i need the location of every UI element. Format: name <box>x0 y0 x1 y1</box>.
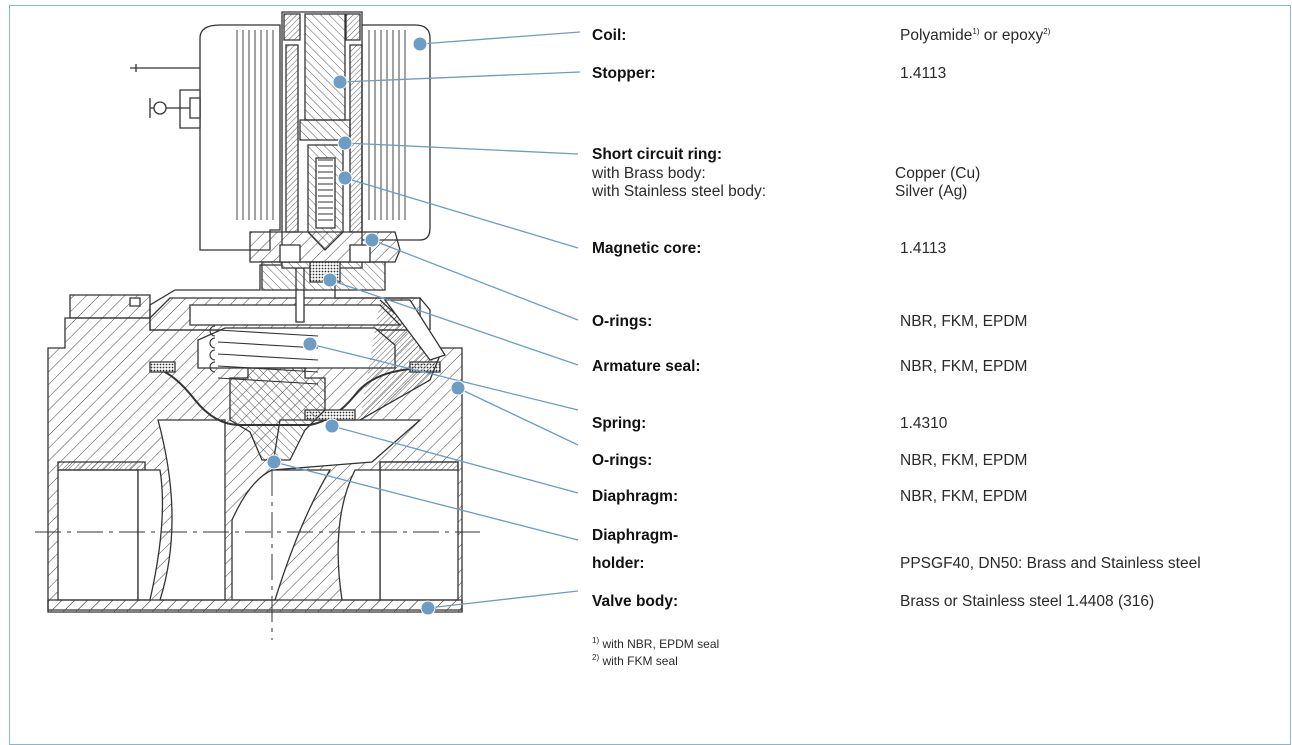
label-spring: Spring: <box>592 415 647 432</box>
value-o-rings-lower: NBR, FKM, EPDM <box>900 452 1028 469</box>
value-copper: Copper (Cu) <box>895 165 981 182</box>
value-valve-body: Brass or Stainless steel 1.4408 (316) <box>900 593 1155 610</box>
valve-body-drawing <box>47 264 463 613</box>
centre-lines <box>35 470 480 640</box>
label-diaphragm: Diaphragm: <box>592 488 679 505</box>
label-diaphragm-holder-line2: holder: <box>592 555 645 572</box>
condition-stainless-body: with Stainless steel body: <box>592 183 767 200</box>
label-o-rings-upper: O-rings: <box>592 313 653 330</box>
label-o-rings-lower: O-rings: <box>592 452 653 469</box>
condition-brass-body: with Brass body: <box>592 165 706 182</box>
value-spring: 1.4310 <box>900 415 948 432</box>
value-coil: Polyamide1) or epoxy2) <box>900 26 1051 44</box>
footnote-2: 2) with FKM seal <box>592 653 678 669</box>
coil-assembly-drawing <box>130 11 431 291</box>
value-stopper: 1.4113 <box>900 65 947 82</box>
label-short-circuit-ring: Short circuit ring: <box>592 146 723 163</box>
label-coil: Coil: <box>592 27 627 44</box>
value-magnetic-core: 1.4113 <box>900 240 947 257</box>
label-stopper: Stopper: <box>592 65 656 82</box>
value-diaphragm-holder: PPSGF40, DN50: Brass and Stainless steel <box>900 555 1201 572</box>
footnote-1: 1) with NBR, EPDM seal <box>592 636 720 652</box>
value-armature-seal: NBR, FKM, EPDM <box>900 358 1028 375</box>
label-magnetic-core: Magnetic core: <box>592 240 702 257</box>
label-armature-seal: Armature seal: <box>592 358 701 375</box>
value-silver: Silver (Ag) <box>895 183 968 200</box>
label-diaphragm-holder-line1: Diaphragm- <box>592 527 679 544</box>
leader-lines <box>273 31 581 609</box>
value-o-rings-upper: NBR, FKM, EPDM <box>900 313 1028 330</box>
label-valve-body: Valve body: <box>592 593 679 610</box>
value-diaphragm: NBR, FKM, EPDM <box>900 488 1028 505</box>
leader-dots <box>266 36 466 616</box>
